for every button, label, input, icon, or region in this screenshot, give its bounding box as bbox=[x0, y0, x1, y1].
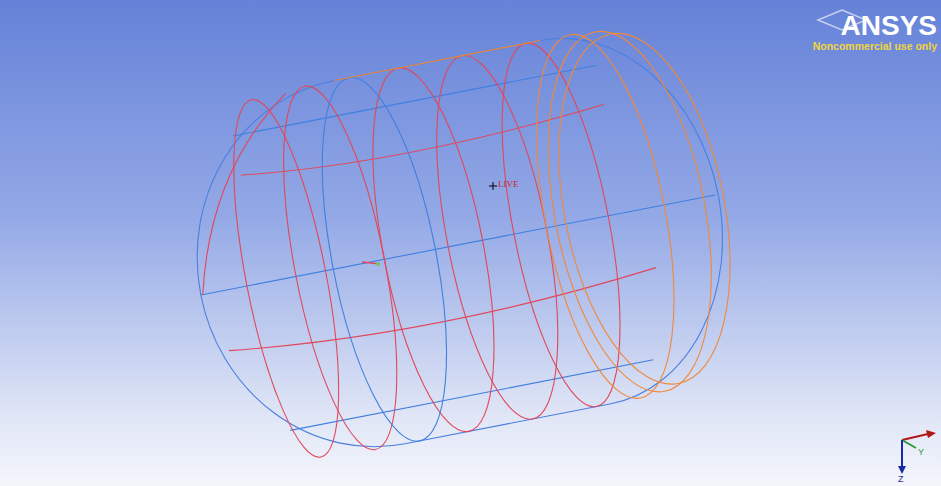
watermark: Noncommercial use only bbox=[813, 41, 937, 52]
axis-label: Y bbox=[918, 448, 924, 457]
axis-triad bbox=[898, 430, 936, 474]
workplane-marker bbox=[362, 262, 380, 266]
tank-outline bbox=[166, 13, 754, 477]
logo-text: ANSYS bbox=[841, 12, 937, 40]
mid-meridian bbox=[298, 68, 471, 451]
meridian-lines bbox=[167, 27, 679, 476]
tank-wireframe bbox=[166, 12, 759, 477]
live-marker bbox=[489, 182, 497, 190]
axis-label: Z bbox=[898, 475, 904, 484]
end-cap-lines bbox=[334, 12, 758, 444]
point-label: LIVE bbox=[498, 180, 519, 189]
